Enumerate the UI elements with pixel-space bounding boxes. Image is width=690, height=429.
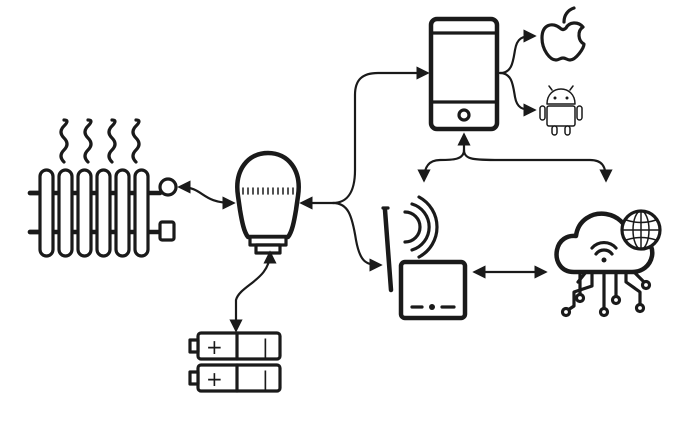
- globe-icon: [620, 209, 662, 251]
- battery-bottom: + |: [188, 363, 282, 393]
- connector-thermostat-battery: [229, 250, 277, 333]
- connector-radiator-thermostat: [177, 180, 236, 210]
- battery-icon: + | + |: [188, 331, 282, 393]
- battery-bottom-minus: |: [262, 367, 269, 391]
- wifi-router-icon: [381, 195, 468, 321]
- cloud-icon: [554, 211, 655, 318]
- apple-icon: [540, 6, 586, 62]
- connector-phone-android: [498, 71, 537, 117]
- android-icon: [539, 85, 583, 136]
- connector-phone-router: [417, 148, 466, 183]
- connector-phone-apple: [498, 29, 537, 75]
- connector-hub-router: [331, 201, 383, 272]
- battery-top-plus: +: [206, 335, 223, 359]
- connector-hub-phone: [331, 66, 430, 205]
- smartphone-icon: [428, 16, 500, 132]
- heat-waves-icon: [59, 118, 141, 164]
- battery-bottom-plus: +: [206, 367, 223, 391]
- battery-top-minus: |: [262, 335, 269, 359]
- thermostat-valve-icon: [235, 150, 301, 255]
- connector-phone-cloud: [462, 148, 613, 183]
- battery-top: + |: [188, 331, 282, 361]
- radiator-icon: [27, 168, 178, 258]
